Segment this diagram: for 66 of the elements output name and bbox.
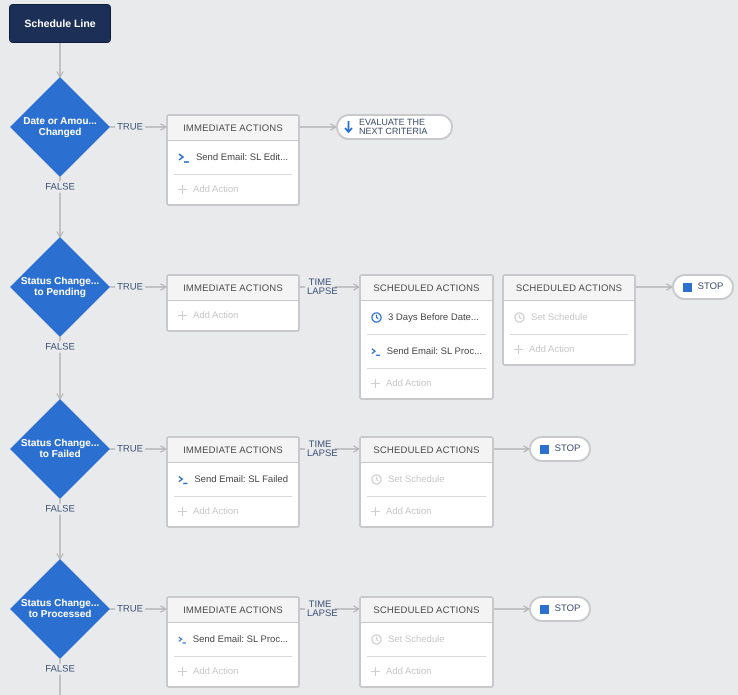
action-card	[166, 274, 300, 332]
add-action-link: Add Action	[193, 666, 238, 677]
terminal-label: EVALUATE THE NEXT CRITERIA	[359, 118, 428, 136]
action-item: Send Email: SL Proc...	[386, 346, 482, 357]
edge-label: TIME LAPSE	[305, 277, 335, 297]
terminal-label: STOP	[698, 282, 724, 292]
card-header: IMMEDIATE ACTIONS	[168, 438, 298, 463]
edge-label: FALSE	[43, 342, 77, 352]
decision-label: Status Change... to Processed	[20, 598, 100, 620]
terminal-pill	[529, 436, 591, 462]
connector-arrow	[300, 123, 337, 131]
card-header: SCHEDULED ACTIONS	[504, 276, 634, 301]
decision-label: Status Change... to Pending	[20, 276, 100, 298]
action-item: Send Email: SL Edit...	[196, 152, 288, 163]
connector-arrow	[494, 605, 530, 613]
card-header: IMMEDIATE ACTIONS	[168, 598, 298, 623]
action-item: Set Schedule	[388, 634, 445, 645]
decision-diamond	[10, 77, 110, 177]
card-header: SCHEDULED ACTIONS	[361, 438, 492, 463]
terminal-label: STOP	[554, 604, 580, 614]
connector-arrow	[56, 42, 64, 78]
decision-diamond	[10, 237, 110, 337]
terminal-pill	[672, 274, 734, 300]
decision-diamond	[10, 399, 110, 499]
decision-label: Date or Amou... Changed	[22, 116, 98, 138]
card-header: IMMEDIATE ACTIONS	[168, 116, 298, 141]
edge-label: TRUE	[115, 604, 145, 614]
action-item: Set Schedule	[388, 474, 445, 485]
connector-arrow	[636, 283, 673, 291]
action-card	[359, 596, 494, 688]
terminal-label: STOP	[554, 444, 580, 454]
action-card	[359, 274, 494, 400]
action-item: Send Email: SL Failed	[194, 474, 288, 485]
edge-label: TRUE	[115, 444, 145, 454]
card-header: SCHEDULED ACTIONS	[361, 598, 492, 623]
edge-label: FALSE	[43, 504, 77, 514]
action-card	[166, 114, 300, 206]
edge-label: TIME LAPSE	[305, 599, 335, 619]
start-box	[10, 5, 110, 42]
edge-label: TRUE	[115, 122, 145, 132]
start-label: Schedule Line	[24, 18, 96, 30]
action-card	[502, 274, 636, 366]
decision-label: Status Change... to Failed	[20, 438, 100, 460]
edge-label: TRUE	[115, 282, 145, 292]
add-action-link: Add Action	[193, 184, 238, 195]
card-header: IMMEDIATE ACTIONS	[168, 276, 298, 301]
edge-label: FALSE	[43, 664, 77, 674]
action-card	[166, 436, 300, 528]
connector-arrow	[494, 445, 530, 453]
add-action-link: Add Action	[386, 378, 432, 389]
terminal-pill	[529, 596, 591, 622]
add-action-link: Add Action	[386, 666, 432, 677]
action-card	[359, 436, 494, 528]
edge-label: TIME LAPSE	[305, 439, 335, 459]
edge-label: FALSE	[43, 182, 77, 192]
add-action-link: Add Action	[386, 506, 432, 517]
card-header: SCHEDULED ACTIONS	[361, 276, 492, 301]
action-card	[166, 596, 300, 688]
action-item: Send Email: SL Proc...	[192, 634, 288, 645]
add-action-link: Add Action	[193, 310, 238, 321]
add-action-link: Add Action	[529, 344, 574, 355]
decision-diamond	[10, 559, 110, 659]
action-item: 3 Days Before Date...	[388, 312, 479, 323]
add-action-link: Add Action	[193, 506, 238, 517]
action-item: Set Schedule	[531, 312, 588, 323]
terminal-pill	[336, 114, 453, 140]
